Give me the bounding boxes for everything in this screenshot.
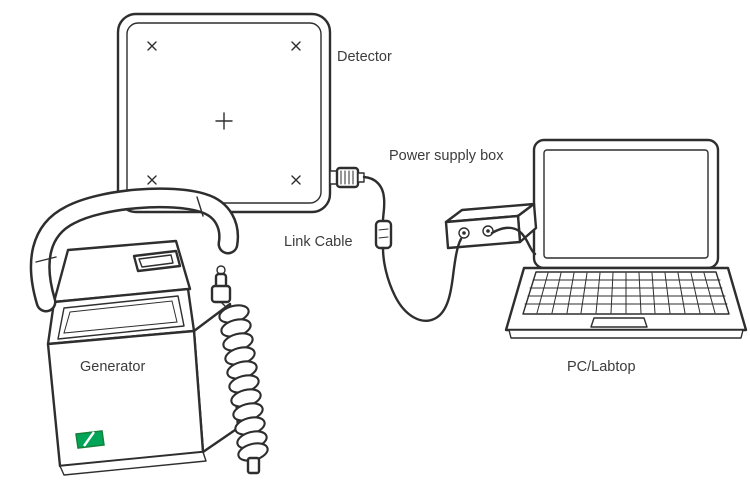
generator [29, 187, 269, 476]
laptop [504, 138, 748, 339]
coiled-cable [218, 304, 269, 462]
generator-top-slot-inner [138, 254, 174, 268]
laptop-front-lip [508, 329, 744, 339]
link-cable-inline-connector [374, 219, 393, 250]
link-cable-upper [362, 175, 386, 223]
link-cable-label: Link Cable [284, 234, 353, 250]
generator-front-face [46, 329, 205, 468]
power-supply-box-label: Power supply box [389, 148, 504, 164]
power-box-port-left [458, 227, 470, 239]
laptop-screen [543, 149, 709, 259]
generator-screen-outer [57, 295, 185, 340]
generator-screen-inner [63, 300, 178, 334]
cables [329, 166, 537, 322]
power-supply-box [444, 202, 538, 250]
power-box-port-left-pin [462, 231, 466, 235]
link-cable-plug-ribs [340, 170, 354, 185]
power-box-port-right [482, 225, 494, 237]
link-cable-plug-icon [335, 166, 360, 189]
pc-laptop-label: PC/Labtop [567, 359, 636, 375]
detector-corner-marks-icon [147, 41, 301, 185]
detector-label: Detector [337, 49, 392, 65]
battery-indicator-slash [83, 431, 95, 447]
laptop-keyboard-columns [536, 272, 716, 314]
detector-center-cross-icon [215, 112, 233, 130]
generator-handle-joints [35, 196, 204, 263]
link-cable-lower [381, 237, 463, 322]
laptop-touchpad [590, 317, 648, 328]
coil-end-plug [246, 456, 261, 475]
generator-label: Generator [80, 359, 145, 375]
generator-base-lip [59, 451, 207, 476]
generator-connector-base [210, 284, 232, 304]
power-to-laptop-cable [490, 226, 537, 256]
detector-panel [116, 12, 332, 214]
link-cable-inline-connector-bands [378, 228, 389, 239]
power-box-port-right-pin [486, 229, 490, 233]
generator-handle-fill [32, 189, 237, 310]
